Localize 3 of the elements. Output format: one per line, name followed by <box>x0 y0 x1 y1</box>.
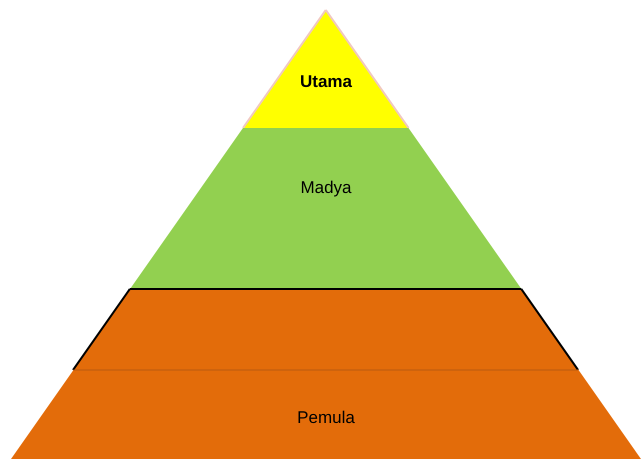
tier-label: Utama <box>300 72 352 92</box>
tier-label: Pemula <box>297 408 355 428</box>
tier-label: Madya <box>300 178 352 198</box>
